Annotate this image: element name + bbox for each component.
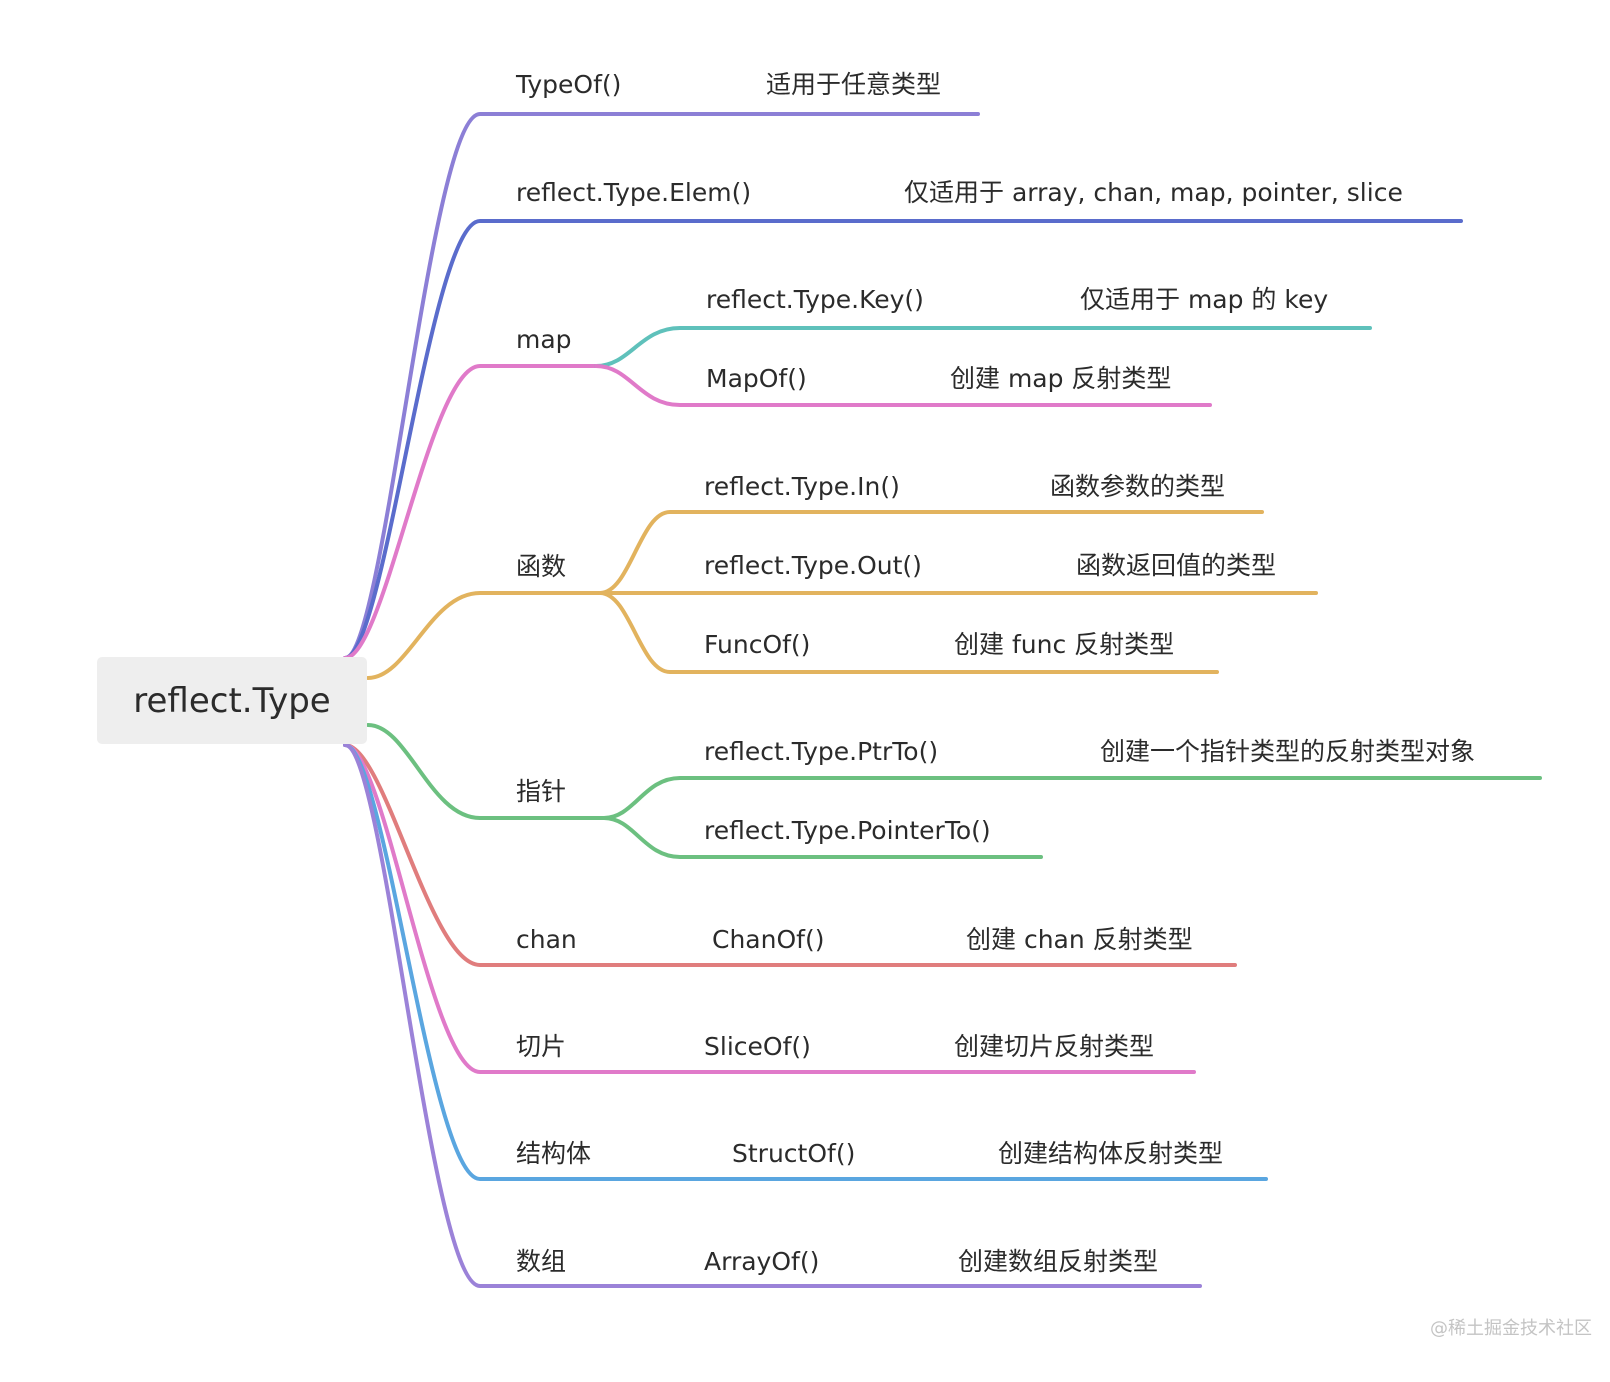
node-func-in[interactable]: reflect.Type.In() xyxy=(704,472,900,501)
connector-chan xyxy=(343,743,1237,967)
node-arrayof-desc[interactable]: 创建数组反射类型 xyxy=(958,1247,1159,1276)
node-elem[interactable]: reflect.Type.Elem() xyxy=(516,178,752,207)
node-ptrto-desc[interactable]: 创建一个指针类型的反射类型对象 xyxy=(1100,737,1476,766)
node-slice[interactable]: 切片 xyxy=(516,1032,567,1061)
root-node[interactable]: reflect.Type xyxy=(97,657,367,744)
connector-ptrto xyxy=(602,776,1542,820)
connector-typeof xyxy=(343,112,980,660)
root-label: reflect.Type xyxy=(133,680,331,721)
node-map-key[interactable]: reflect.Type.Key() xyxy=(706,285,924,314)
connector-func-in xyxy=(598,510,1264,595)
connector-struct xyxy=(343,743,1268,1181)
connector-funcof xyxy=(598,591,1219,674)
node-struct[interactable]: 结构体 xyxy=(516,1139,592,1168)
node-funcof[interactable]: FuncOf() xyxy=(704,630,811,659)
connector-func xyxy=(366,591,602,680)
connector-pointer xyxy=(366,723,606,820)
connector-slice xyxy=(343,743,1196,1074)
node-func-out[interactable]: reflect.Type.Out() xyxy=(704,551,922,580)
node-structof[interactable]: StructOf() xyxy=(732,1139,856,1168)
node-pointer[interactable]: 指针 xyxy=(516,777,567,806)
node-typeof-desc[interactable]: 适用于任意类型 xyxy=(766,70,942,99)
node-typeof[interactable]: TypeOf() xyxy=(516,70,622,99)
node-arrayof[interactable]: ArrayOf() xyxy=(704,1247,820,1276)
node-func-in-desc[interactable]: 函数参数的类型 xyxy=(1050,472,1226,501)
connector-array xyxy=(343,743,1202,1288)
node-sliceof[interactable]: SliceOf() xyxy=(704,1032,811,1061)
node-chanof-desc[interactable]: 创建 chan 反射类型 xyxy=(966,925,1193,954)
node-ptrto[interactable]: reflect.Type.PtrTo() xyxy=(704,737,939,766)
node-sliceof-desc[interactable]: 创建切片反射类型 xyxy=(954,1032,1155,1061)
node-mapof-desc[interactable]: 创建 map 反射类型 xyxy=(950,364,1172,393)
node-func-out-desc[interactable]: 函数返回值的类型 xyxy=(1076,551,1277,580)
node-structof-desc[interactable]: 创建结构体反射类型 xyxy=(998,1139,1224,1168)
connector-map-key xyxy=(594,326,1372,368)
connector-elem xyxy=(343,219,1463,660)
node-chan[interactable]: chan xyxy=(516,925,577,954)
node-funcof-desc[interactable]: 创建 func 反射类型 xyxy=(954,630,1175,659)
node-map[interactable]: map xyxy=(516,325,572,354)
connector-mapof xyxy=(594,364,1212,407)
connector-pointerto xyxy=(602,816,1043,859)
connector-map xyxy=(343,364,598,660)
watermark: @稀土掘金技术社区 xyxy=(1430,1318,1592,1339)
node-pointerto[interactable]: reflect.Type.PointerTo() xyxy=(704,816,991,845)
node-mapof[interactable]: MapOf() xyxy=(706,364,807,393)
node-chanof[interactable]: ChanOf() xyxy=(712,925,825,954)
node-array[interactable]: 数组 xyxy=(516,1247,567,1276)
node-elem-desc[interactable]: 仅适用于 array, chan, map, pointer, slice xyxy=(904,178,1403,207)
node-map-key-desc[interactable]: 仅适用于 map 的 key xyxy=(1080,285,1329,314)
node-func[interactable]: 函数 xyxy=(516,552,567,581)
